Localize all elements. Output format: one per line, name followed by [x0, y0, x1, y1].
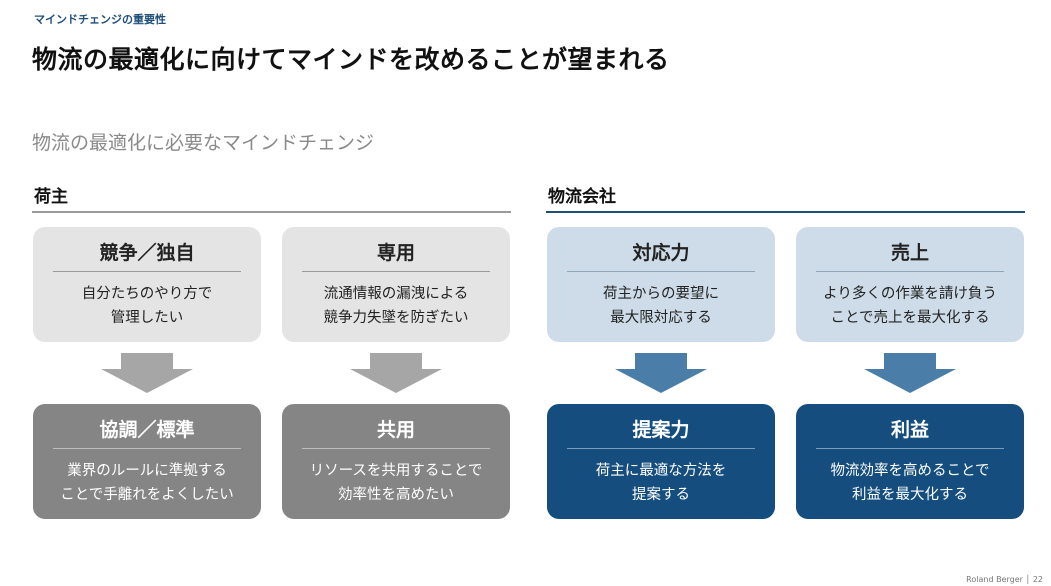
down-arrow-icon — [101, 353, 193, 393]
card-body: 業界のルールに準拠する ことで手離れをよくしたい — [60, 463, 234, 503]
section-subtitle: 物流の最適化に必要なマインドチェンジ — [32, 132, 375, 154]
down-arrow-icon — [864, 353, 956, 393]
card-title: 利益 — [890, 419, 929, 441]
card-profit: 利益 物流効率を高めることで 利益を最大化する — [796, 404, 1024, 519]
card-divider — [302, 271, 490, 272]
card-title: 協調／標準 — [99, 419, 195, 441]
card-body: より多くの作業を請け負う ことで売上を最大化する — [823, 286, 997, 326]
card-responsiveness: 対応力 荷主からの要望に 最大限対応する — [547, 227, 775, 342]
card-divider — [53, 271, 241, 272]
card-shared: 共用 リソースを共用することで 効率性を高めたい — [282, 404, 510, 519]
group-label-shipper: 荷主 — [34, 187, 68, 207]
card-title: 提案力 — [632, 419, 690, 441]
card-divider — [816, 448, 1004, 449]
card-dedicated: 専用 流通情報の漏洩による 競争力失墜を防ぎたい — [282, 227, 510, 342]
card-proposal: 提案力 荷主に最適な方法を 提案する — [547, 404, 775, 519]
card-cooperation: 協調／標準 業界のルールに準拠する ことで手離れをよくしたい — [33, 404, 261, 519]
card-title: 競争／独自 — [99, 242, 195, 264]
card-divider — [567, 448, 755, 449]
eyebrow-label: マインドチェンジの重要性 — [34, 13, 166, 26]
card-body: リソースを共用することで 効率性を高めたい — [309, 463, 483, 503]
card-body: 荷主に最適な方法を 提案する — [595, 463, 727, 503]
card-divider — [816, 271, 1004, 272]
down-arrow-icon — [350, 353, 442, 393]
card-sales: 売上 より多くの作業を請け負う ことで売上を最大化する — [796, 227, 1024, 342]
card-competition: 競争／独自 自分たちのやり方で 管理したい — [33, 227, 261, 342]
card-title: 共用 — [376, 419, 415, 441]
down-arrow-icon — [615, 353, 707, 393]
page-title: 物流の最適化に向けてマインドを改めることが望まれる — [32, 45, 670, 74]
card-body: 自分たちのやり方で 管理したい — [81, 286, 213, 326]
card-divider — [567, 271, 755, 272]
card-body: 流通情報の漏洩による 競争力失墜を防ぎたい — [323, 286, 469, 326]
group-rule-logistics — [546, 211, 1025, 213]
group-rule-shipper — [32, 211, 511, 213]
group-label-logistics: 物流会社 — [548, 187, 616, 207]
footer-credit: Roland Berger │ 22 — [966, 575, 1043, 584]
card-title: 対応力 — [632, 242, 690, 264]
card-body: 物流効率を高めることで 利益を最大化する — [830, 463, 990, 503]
card-title: 売上 — [890, 242, 929, 264]
card-body: 荷主からの要望に 最大限対応する — [603, 286, 719, 326]
card-title: 専用 — [376, 242, 415, 264]
card-divider — [302, 448, 490, 449]
card-divider — [53, 448, 241, 449]
